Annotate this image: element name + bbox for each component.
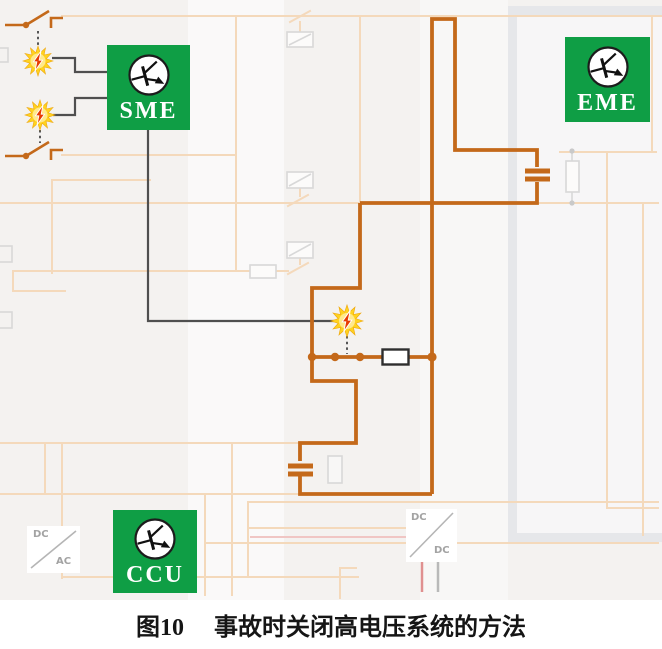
faded-components [0,31,580,484]
relay-box [286,31,314,48]
capacitor-symbol [288,463,313,477]
edge-box [0,245,13,263]
npn-transistor-circle-icon [127,54,170,96]
dcac-bottom-label: AC [56,556,72,567]
junction-dot [355,352,365,362]
module-ccu-label: CCU [126,562,184,588]
relay-box [286,171,314,189]
dcdc-bottom-label: DC [434,545,450,556]
lightning-burst-icon [22,45,54,77]
npn-transistor-circle-icon [586,46,629,88]
npn-transistor-circle-icon [134,518,176,560]
figure-title: 事故时关闭高电压系统的方法 [214,615,526,641]
junction-dot [427,352,437,362]
resistor-symbol [565,148,580,206]
dc-dc-converter-box [406,509,457,562]
junction-dot [307,352,317,362]
module-eme: EME [565,37,650,122]
dotted-fault-links [37,31,348,354]
resistor-symbol [327,455,343,484]
module-sme: SME [107,45,190,130]
disconnect-switch-icon [5,140,63,160]
hv-system-diagram: SME EME [0,0,662,600]
edge-box [0,47,9,63]
lightning-burst-icon [330,304,364,338]
dcdc-top-label: DC [411,512,427,523]
dc-ac-converter-box [27,526,80,573]
module-eme-label: EME [577,90,638,116]
edge-box [0,311,13,329]
capacitor-symbol [525,168,550,182]
module-ccu: CCU [113,510,197,593]
lightning-burst-icon [24,99,56,131]
diagram-canvas [0,6,662,599]
figure-number: 图10 [136,615,184,641]
hv-shutdown-path [288,17,550,496]
faded-power-lines [250,536,440,592]
resistor-symbol [249,264,277,279]
sme-signal-wires [52,56,334,323]
module-sme-label: SME [119,98,178,124]
faded-circuit-lines [0,9,662,599]
dcac-top-label: DC [33,529,49,540]
disconnect-switch-icon [5,9,63,29]
junction-dot [330,352,340,362]
relay-box [286,241,314,259]
figure-caption: 图10 事故时关闭高电压系统的方法 [0,600,662,649]
resistor-symbol [381,348,410,366]
